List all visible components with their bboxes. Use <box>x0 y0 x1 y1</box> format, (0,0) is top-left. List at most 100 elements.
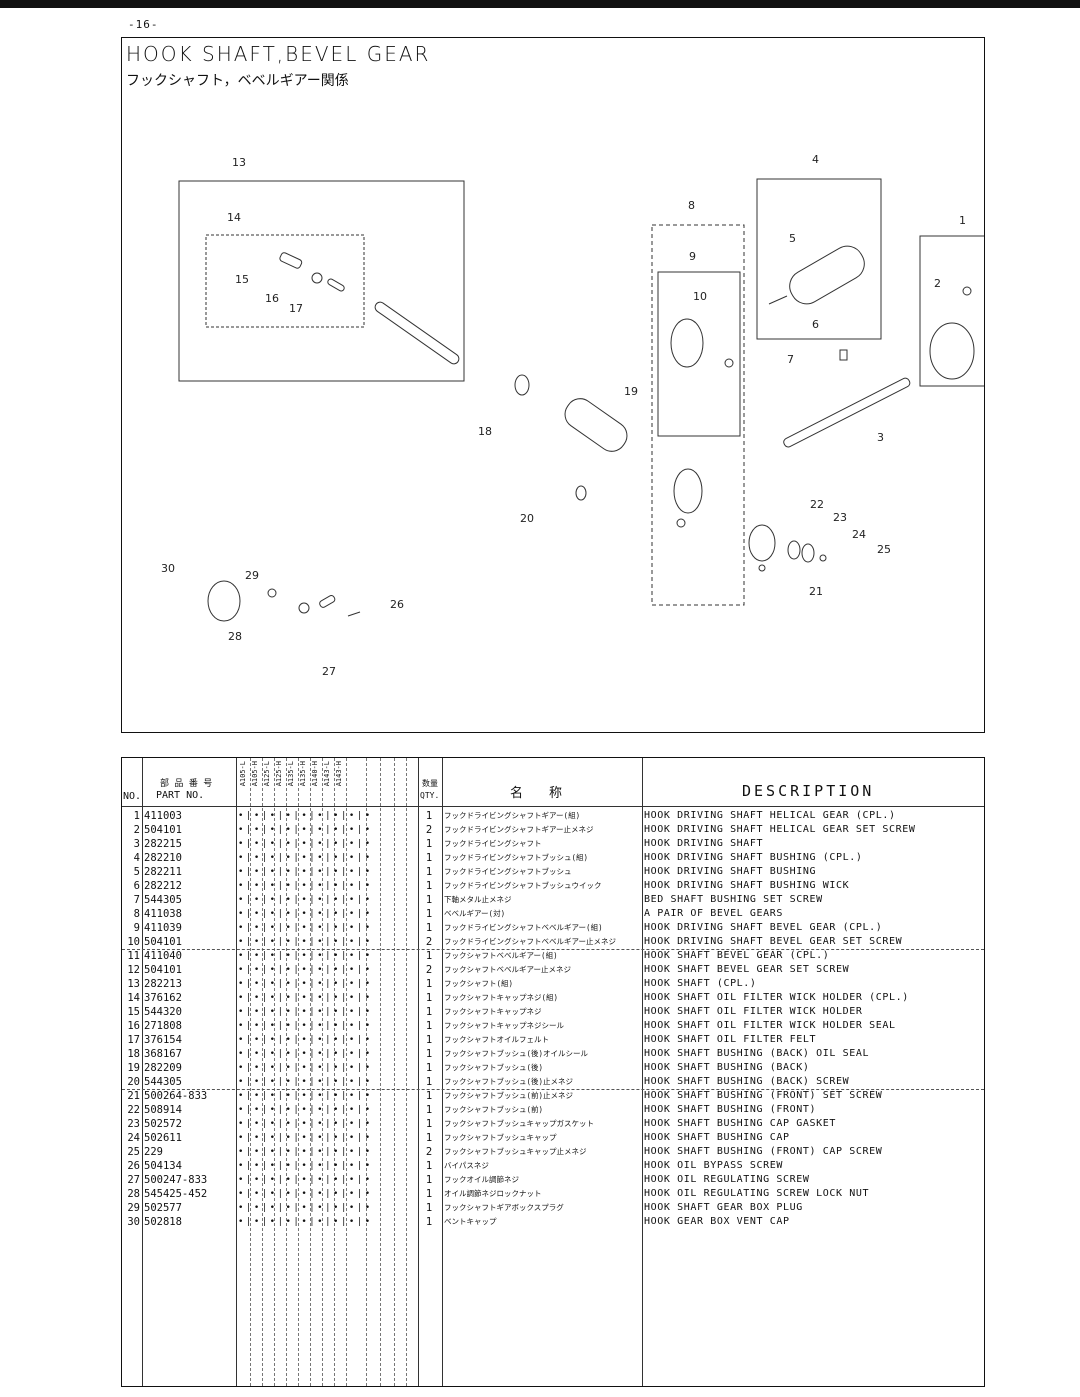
row-part-no: 282215 <box>144 838 182 850</box>
row-no: 23 <box>127 1118 140 1130</box>
row-name-jp: フックシャフトブッシュ(後)止メネジ <box>444 1077 574 1086</box>
row-qty: 1 <box>425 880 433 892</box>
row-qty: 1 <box>425 852 433 864</box>
callout-26: 26 <box>390 598 404 611</box>
row-qty: 2 <box>425 964 433 976</box>
row-part-no: 502818 <box>144 1216 182 1228</box>
header-qty-jp: 数量 <box>422 779 438 788</box>
part-16-seal <box>311 272 323 284</box>
row-description: HOOK DRIVING SHAFT BEVEL GEAR SET SCREW <box>644 936 903 947</box>
row-name-jp: フックシャフトベベルギアー(組) <box>444 951 558 960</box>
callout-21: 21 <box>809 585 823 598</box>
row-no: 20 <box>127 1076 140 1088</box>
row-name-jp: フックオイル調節ネジ <box>444 1175 519 1184</box>
row-description: HOOK DRIVING SHAFT HELICAL GEAR SET SCRE… <box>644 824 916 835</box>
row-no: 3 <box>133 838 140 850</box>
callout-3: 3 <box>877 431 884 444</box>
row-description: HOOK SHAFT BUSHING (BACK) <box>644 1062 810 1073</box>
part-15-screw <box>279 252 303 269</box>
row-name-jp: フックシャフトオイルフェルト <box>444 1035 549 1044</box>
col-divider <box>418 758 419 1386</box>
row-name-jp: フックシャフトブッシュキャップガスケット <box>444 1119 594 1128</box>
row-name-jp: フックドライビングシャフトベベルギアー(組) <box>444 923 603 932</box>
row-no: 5 <box>133 866 140 878</box>
row-part-no: 411040 <box>144 950 182 962</box>
row-description: HOOK OIL REGULATING SCREW <box>644 1174 810 1185</box>
row-no: 29 <box>127 1202 140 1214</box>
row-description: HOOK SHAFT OIL FILTER WICK HOLDER SEAL <box>644 1020 896 1031</box>
row-no: 16 <box>127 1020 140 1032</box>
callout-2: 2 <box>934 277 941 290</box>
callout-5: 5 <box>789 232 796 245</box>
row-name-jp: フックシャフトブッシュ(前) <box>444 1105 544 1114</box>
row-part-no: 502572 <box>144 1118 182 1130</box>
row-no: 22 <box>127 1104 140 1116</box>
row-model-dots: •|•|•|•|•|•|•|•|• <box>238 1063 373 1073</box>
row-model-dots: •|•|•|•|•|•|•|•|• <box>238 979 373 989</box>
row-qty: 1 <box>425 978 433 990</box>
row-description: HOOK DRIVING SHAFT BEVEL GEAR (CPL.) <box>644 922 883 933</box>
row-no: 13 <box>127 978 140 990</box>
row-qty: 1 <box>425 1118 433 1130</box>
row-model-dots: •|•|•|•|•|•|•|•|• <box>238 1217 373 1227</box>
row-description: HOOK SHAFT OIL FILTER FELT <box>644 1034 817 1045</box>
top-border <box>0 0 1080 8</box>
row-qty: 1 <box>425 1062 433 1074</box>
callout-1: 1 <box>959 214 966 227</box>
group-9-box <box>657 271 741 437</box>
callout-7: 7 <box>787 353 794 366</box>
row-no: 17 <box>127 1034 140 1046</box>
row-model-dots: •|•|•|•|•|•|•|•|• <box>238 1147 373 1157</box>
part-17-felt <box>327 278 345 292</box>
col-divider <box>236 758 237 1386</box>
row-no: 26 <box>127 1160 140 1172</box>
row-description: HOOK SHAFT BEVEL GEAR (CPL.) <box>644 950 830 961</box>
row-model-dots: •|•|•|•|•|•|•|•|• <box>238 937 373 947</box>
row-no: 7 <box>133 894 140 906</box>
row-part-no: 411039 <box>144 922 182 934</box>
part-6-wick <box>768 295 788 305</box>
row-no: 11 <box>127 950 140 962</box>
row-qty: 1 <box>425 894 433 906</box>
row-name-jp: ベントキャップ <box>444 1217 497 1226</box>
part-27-screw <box>319 595 336 608</box>
row-no: 4 <box>133 852 140 864</box>
row-model-dots: •|•|•|•|•|•|•|•|• <box>238 895 373 905</box>
row-model-dots: •|•|•|•|•|•|•|•|• <box>238 839 373 849</box>
row-qty: 1 <box>425 1188 433 1200</box>
row-qty: 1 <box>425 866 433 878</box>
row-no: 10 <box>127 936 140 948</box>
row-name-jp: フックシャフトブッシュ(後) <box>444 1063 544 1072</box>
row-part-no: 545425-452 <box>144 1188 208 1200</box>
row-qty: 2 <box>425 1146 433 1158</box>
row-no: 12 <box>127 964 140 976</box>
row-part-no: 282212 <box>144 880 182 892</box>
row-qty: 1 <box>425 1006 433 1018</box>
row-description: HOOK DRIVING SHAFT <box>644 838 764 849</box>
part-7-screw <box>839 349 848 361</box>
row-model-dots: •|•|•|•|•|•|•|•|• <box>238 1175 373 1185</box>
row-qty: 2 <box>425 824 433 836</box>
row-qty: 1 <box>425 1174 433 1186</box>
callout-27: 27 <box>322 665 336 678</box>
row-description: HOOK SHAFT OIL FILTER WICK HOLDER <box>644 1006 863 1017</box>
row-no: 27 <box>127 1174 140 1186</box>
part-11-bevel-gear <box>673 468 703 514</box>
row-part-no: 500264-833 <box>144 1090 208 1102</box>
row-part-no: 504101 <box>144 936 182 948</box>
callout-28: 28 <box>228 630 242 643</box>
row-model-dots: •|•|•|•|•|•|•|•|• <box>238 853 373 863</box>
